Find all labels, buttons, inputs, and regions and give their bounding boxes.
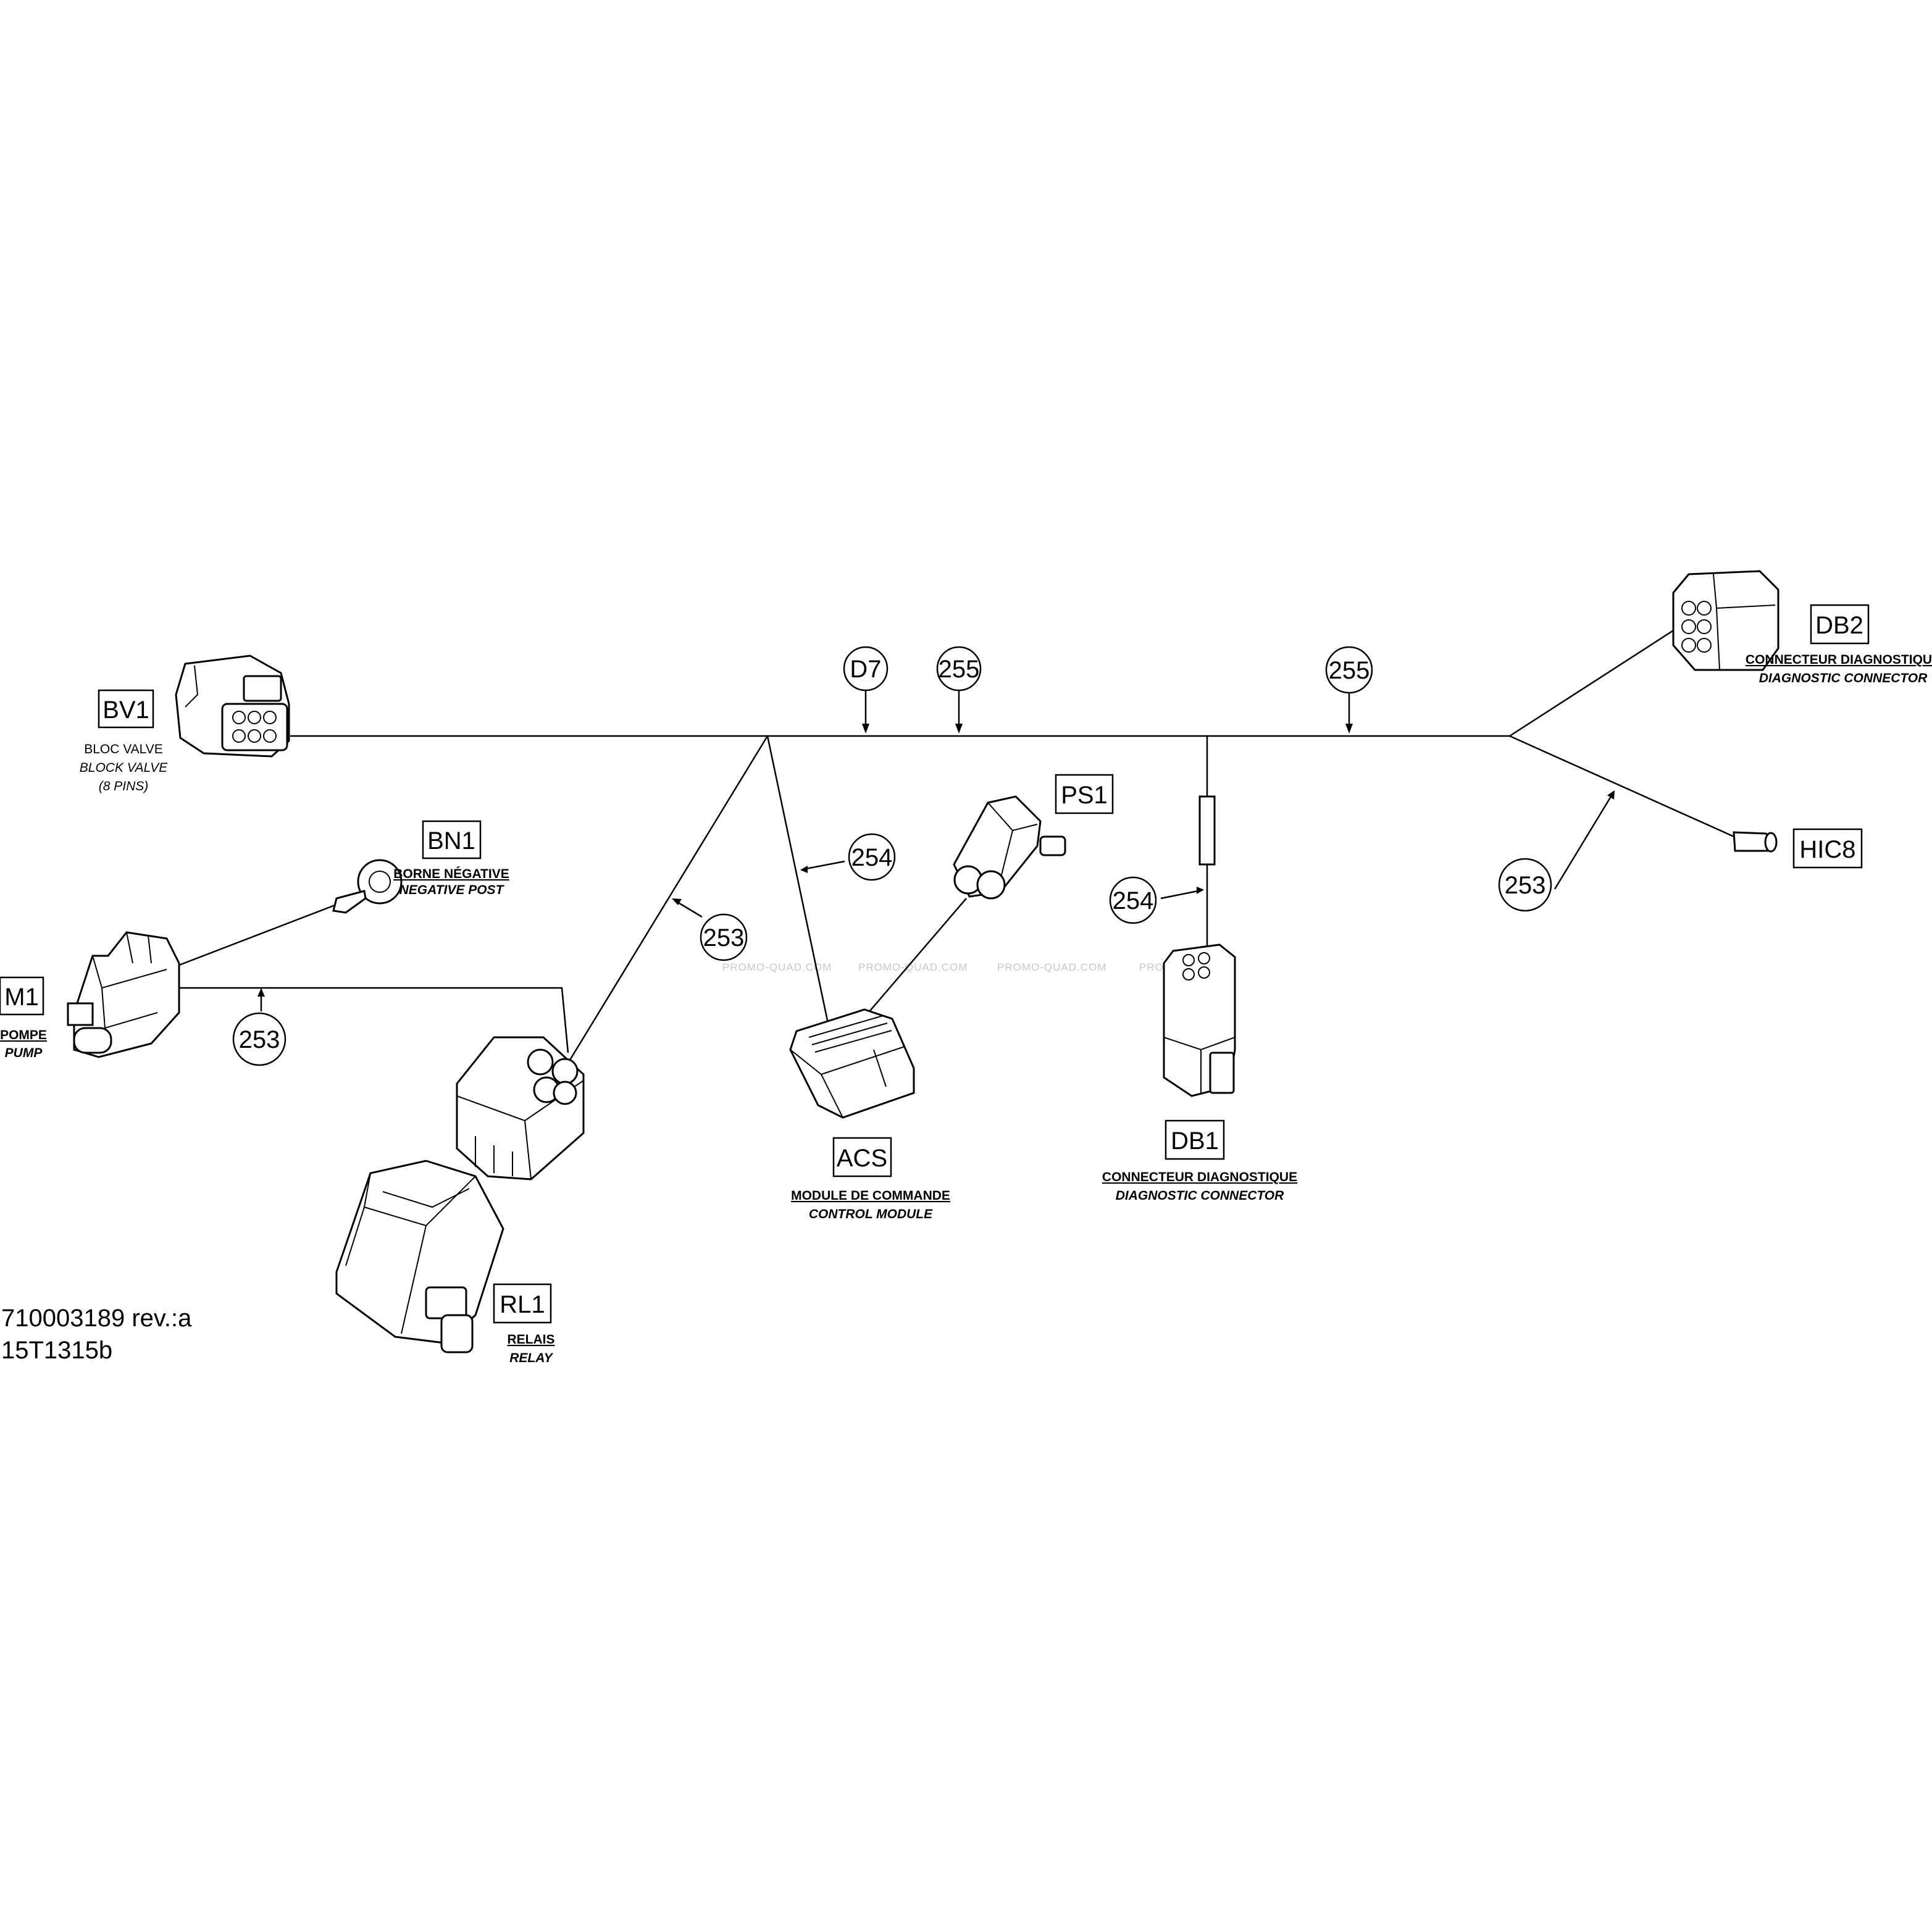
callout-255-left: 255 — [936, 646, 982, 692]
svg-text:253: 253 — [1505, 872, 1546, 899]
label-rl1: RL1 RELAIS RELAY — [493, 1283, 555, 1365]
watermark-2: PROMO-QUAD.COM — [858, 961, 968, 973]
callout-253-rl1: 253 — [700, 913, 748, 961]
watermark-1: PROMO-QUAD.COM — [722, 961, 832, 973]
bv1-desc-fr: BLOC VALVE — [84, 742, 163, 756]
svg-text:254: 254 — [1113, 887, 1154, 914]
wires — [175, 619, 1739, 1074]
svg-text:253: 253 — [239, 1026, 280, 1053]
svg-text:255: 255 — [1329, 657, 1370, 684]
wire-branch-hic8 — [1509, 735, 1739, 840]
label-bn1: BN1 BORNE NÉGATIVE NEGATIVE POST — [393, 820, 509, 897]
callout-253-m1: 253 — [232, 1012, 286, 1066]
label-db1: DB1 CONNECTEUR DIAGNOSTIQUE DIAGNOSTIC C… — [1102, 1119, 1297, 1203]
callout-255-right: 255 — [1325, 646, 1373, 694]
wire-m1-rl1 — [176, 987, 569, 1053]
rl1-desc-en: RELAY — [509, 1351, 554, 1365]
wire-branch-acs — [766, 735, 835, 1050]
bv1-code: BV1 — [102, 696, 149, 724]
svg-text:253: 253 — [703, 924, 745, 951]
bn1-desc-en: NEGATIVE POST — [399, 883, 505, 897]
arrow-255-right — [1345, 724, 1353, 734]
bv1-desc-pins: (8 PINS) — [99, 779, 149, 793]
arrow-254-db1 — [1197, 887, 1204, 894]
m1-pump-connector-drawing — [67, 931, 180, 1058]
callout-254-db1: 254 — [1109, 876, 1157, 924]
m1-desc-fr: POMPE — [0, 1028, 47, 1042]
leader-254-db1 — [1160, 889, 1202, 900]
label-db2: DB2 CONNECTEUR DIAGNOSTIQUE DIAGNOSTIC C… — [1746, 604, 1932, 685]
leader-254-acs — [802, 860, 845, 871]
bn1-code: BN1 — [427, 827, 475, 855]
bv1-connector-drawing — [175, 654, 290, 758]
callout-leaders — [257, 690, 1615, 1011]
bn1-desc-fr: BORNE NÉGATIVE — [393, 867, 509, 881]
watermark-3: PROMO-QUAD.COM — [997, 961, 1106, 973]
watermark: PROMO-QUAD.COM PROMO-QUAD.COM PROMO-QUAD… — [722, 961, 1181, 973]
acs-desc-en: CONTROL MODULE — [809, 1207, 933, 1221]
rl1-relay-body-drawing — [335, 1160, 504, 1353]
wire-branch-db2 — [1509, 619, 1689, 737]
ps1-sensor-connector-drawing — [953, 795, 1066, 900]
acs-module-connector-drawing — [789, 1008, 915, 1119]
label-bv1: BV1 BLOC VALVE BLOCK VALVE (8 PINS) — [80, 689, 168, 793]
arrow-253-hic8 — [1607, 790, 1615, 800]
leader-253-hic8 — [1554, 793, 1614, 890]
arrow-253-m1 — [257, 988, 265, 997]
svg-text:254: 254 — [851, 844, 893, 871]
callout-254-acs: 254 — [848, 833, 896, 881]
ps1-code: PS1 — [1061, 782, 1108, 809]
hic8-terminal-drawing — [1733, 831, 1778, 853]
callout-d7: D7 — [843, 646, 889, 692]
acs-code: ACS — [837, 1145, 887, 1172]
svg-text:255: 255 — [939, 656, 980, 683]
rl1-desc-fr: RELAIS — [507, 1332, 554, 1347]
svg-text:D7: D7 — [850, 656, 881, 683]
drawing-id: 15T1315b — [1, 1337, 112, 1364]
db2-desc-fr: CONNECTEUR DIAGNOSTIQUE — [1746, 653, 1932, 667]
m1-desc-en: PUMP — [5, 1046, 43, 1060]
callout-253-hic8: 253 — [1498, 858, 1552, 912]
wire-m1-bn1 — [175, 903, 337, 968]
db2-desc-en: DIAGNOSTIC CONNECTOR — [1759, 671, 1928, 685]
label-ps1: PS1 — [1055, 774, 1114, 814]
arrow-d7 — [862, 724, 869, 734]
m1-code: M1 — [4, 984, 39, 1011]
wire-branch-rl1 — [561, 735, 769, 1074]
rl1-code: RL1 — [500, 1291, 545, 1318]
label-hic8: HIC8 — [1792, 828, 1863, 869]
arrow-254-acs — [800, 866, 808, 873]
db1-diagnostic-connector-drawing — [1163, 795, 1236, 1097]
acs-desc-fr: MODULE DE COMMANDE — [791, 1189, 950, 1203]
db2-code: DB2 — [1815, 612, 1863, 639]
arrow-253-rl1 — [672, 898, 682, 905]
bn1-ring-terminal-drawing — [332, 859, 403, 914]
label-m1: M1 POMPE PUMP — [0, 976, 47, 1060]
part-number: 710003189 rev.:a — [1, 1305, 192, 1332]
db2-diagnostic-connector-drawing — [1672, 570, 1779, 671]
document-identifier: 710003189 rev.:a 15T1315b — [1, 1305, 192, 1364]
db1-code: DB1 — [1171, 1127, 1219, 1155]
arrow-255-left — [955, 724, 963, 734]
bv1-desc-en: BLOCK VALVE — [80, 761, 168, 775]
label-acs: ACS MODULE DE COMMANDE CONTROL MODULE — [791, 1137, 950, 1221]
rl1-relay-socket-drawing — [456, 1036, 585, 1181]
db1-desc-fr: CONNECTEUR DIAGNOSTIQUE — [1102, 1170, 1297, 1184]
db1-desc-en: DIAGNOSTIC CONNECTOR — [1116, 1189, 1284, 1203]
hic8-code: HIC8 — [1799, 836, 1855, 863]
